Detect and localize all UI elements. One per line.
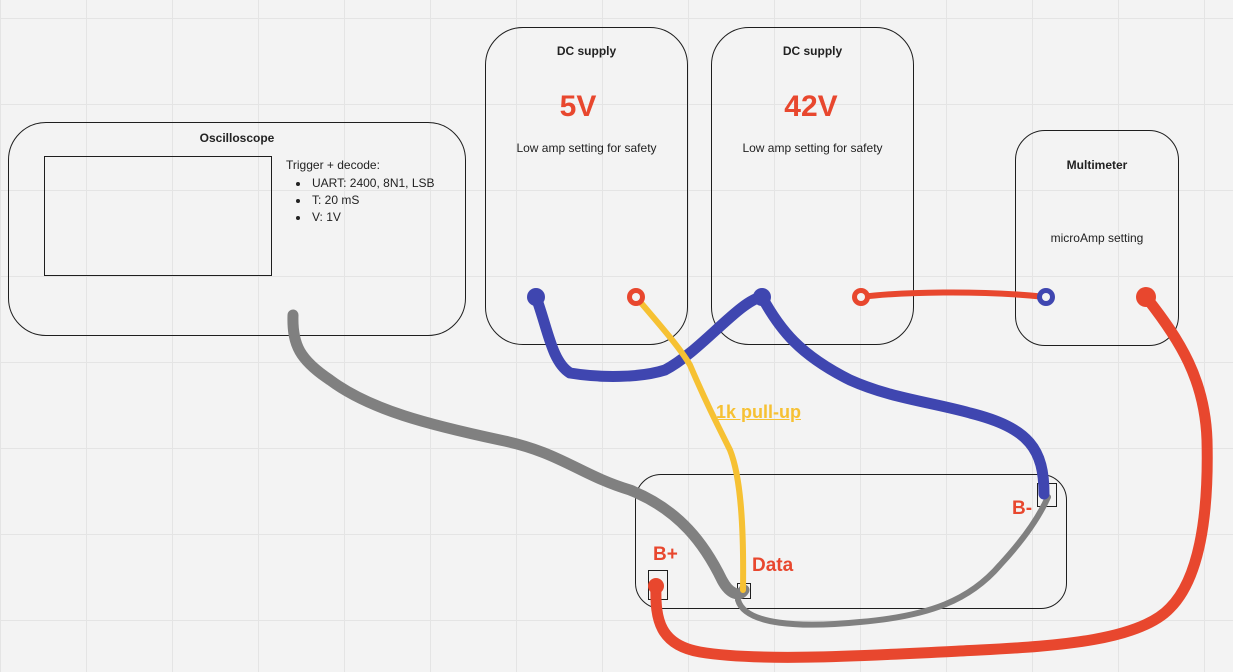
bplus-label: B+ <box>653 544 678 565</box>
dc-supply-42v-box[interactable] <box>711 27 914 345</box>
dc-supply-5v-voltage: 5V <box>559 90 597 123</box>
oscilloscope-setting-uart: UART: 2400, 8N1, LSB <box>310 175 435 192</box>
data-label: Data <box>752 555 794 576</box>
dc-supply-42v-voltage: 42V <box>784 90 838 123</box>
oscilloscope-box[interactable] <box>8 122 466 336</box>
dc-supply-42v-title: DC supply <box>782 44 843 58</box>
pullup-resistor-label: 1k pull-up <box>716 402 801 422</box>
battery-board-box[interactable] <box>635 474 1067 609</box>
oscilloscope-settings-list: UART: 2400, 8N1, LSB T: 20 mS V: 1V <box>296 175 435 226</box>
dc-supply-5v-box[interactable] <box>485 27 688 345</box>
multimeter-title: Multimeter <box>1066 158 1128 172</box>
dc-supply-42v-note: Low amp setting for safety <box>742 141 883 155</box>
oscilloscope-setting-volt: V: 1V <box>310 209 435 226</box>
oscilloscope-title: Oscilloscope <box>199 131 275 145</box>
bminus-pad[interactable] <box>1037 483 1057 507</box>
oscilloscope-screen <box>44 156 272 276</box>
multimeter-note: microAmp setting <box>1050 231 1144 245</box>
oscilloscope-trigger-label: Trigger + decode: <box>286 158 380 172</box>
data-pad[interactable] <box>737 583 751 599</box>
oscilloscope-setting-time: T: 20 mS <box>310 192 435 209</box>
dc-supply-5v-title: DC supply <box>556 44 617 58</box>
bplus-pad[interactable] <box>648 570 668 600</box>
bminus-label: B- <box>1012 498 1033 519</box>
dc-supply-5v-note: Low amp setting for safety <box>516 141 657 155</box>
